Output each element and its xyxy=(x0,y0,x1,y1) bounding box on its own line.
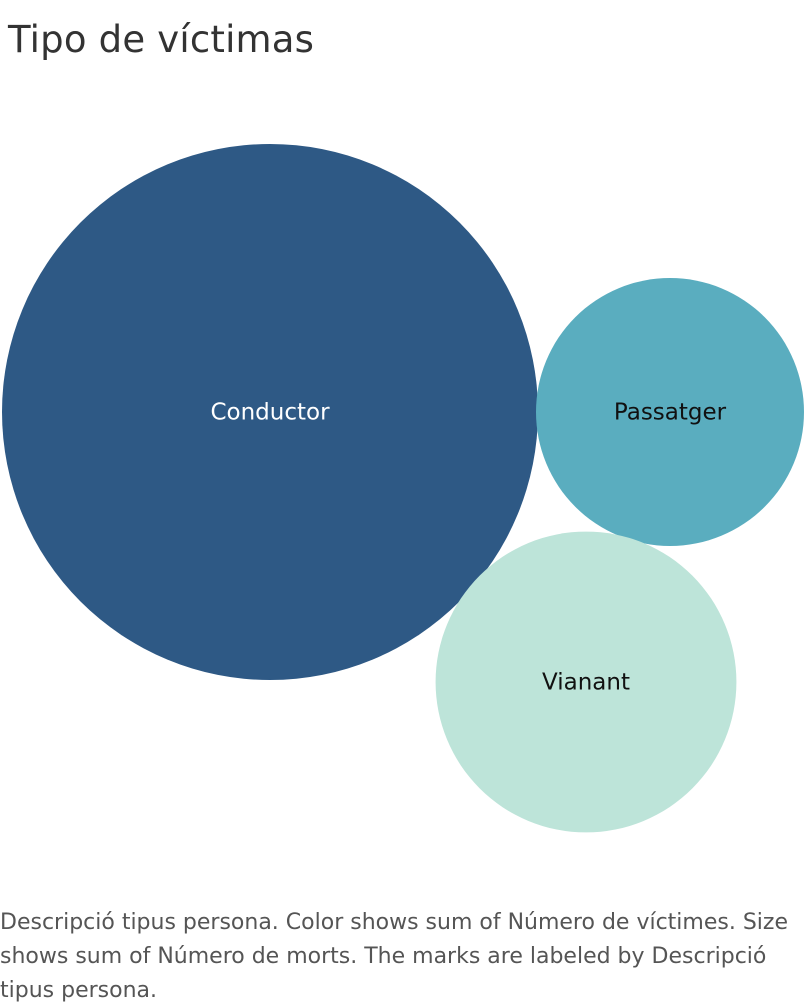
bubble-label-vianant: Vianant xyxy=(542,670,630,696)
chart-caption: Descripció tipus persona. Color shows su… xyxy=(0,910,788,1003)
bubble-passatger[interactable] xyxy=(536,278,804,546)
bubble-vianant[interactable] xyxy=(435,531,737,833)
bubble-label-passatger: Passatger xyxy=(614,400,727,426)
chart-title: Tipo de víctimas xyxy=(8,18,315,61)
bubble-conductor[interactable] xyxy=(2,144,538,680)
bubble-label-conductor: Conductor xyxy=(210,400,330,426)
